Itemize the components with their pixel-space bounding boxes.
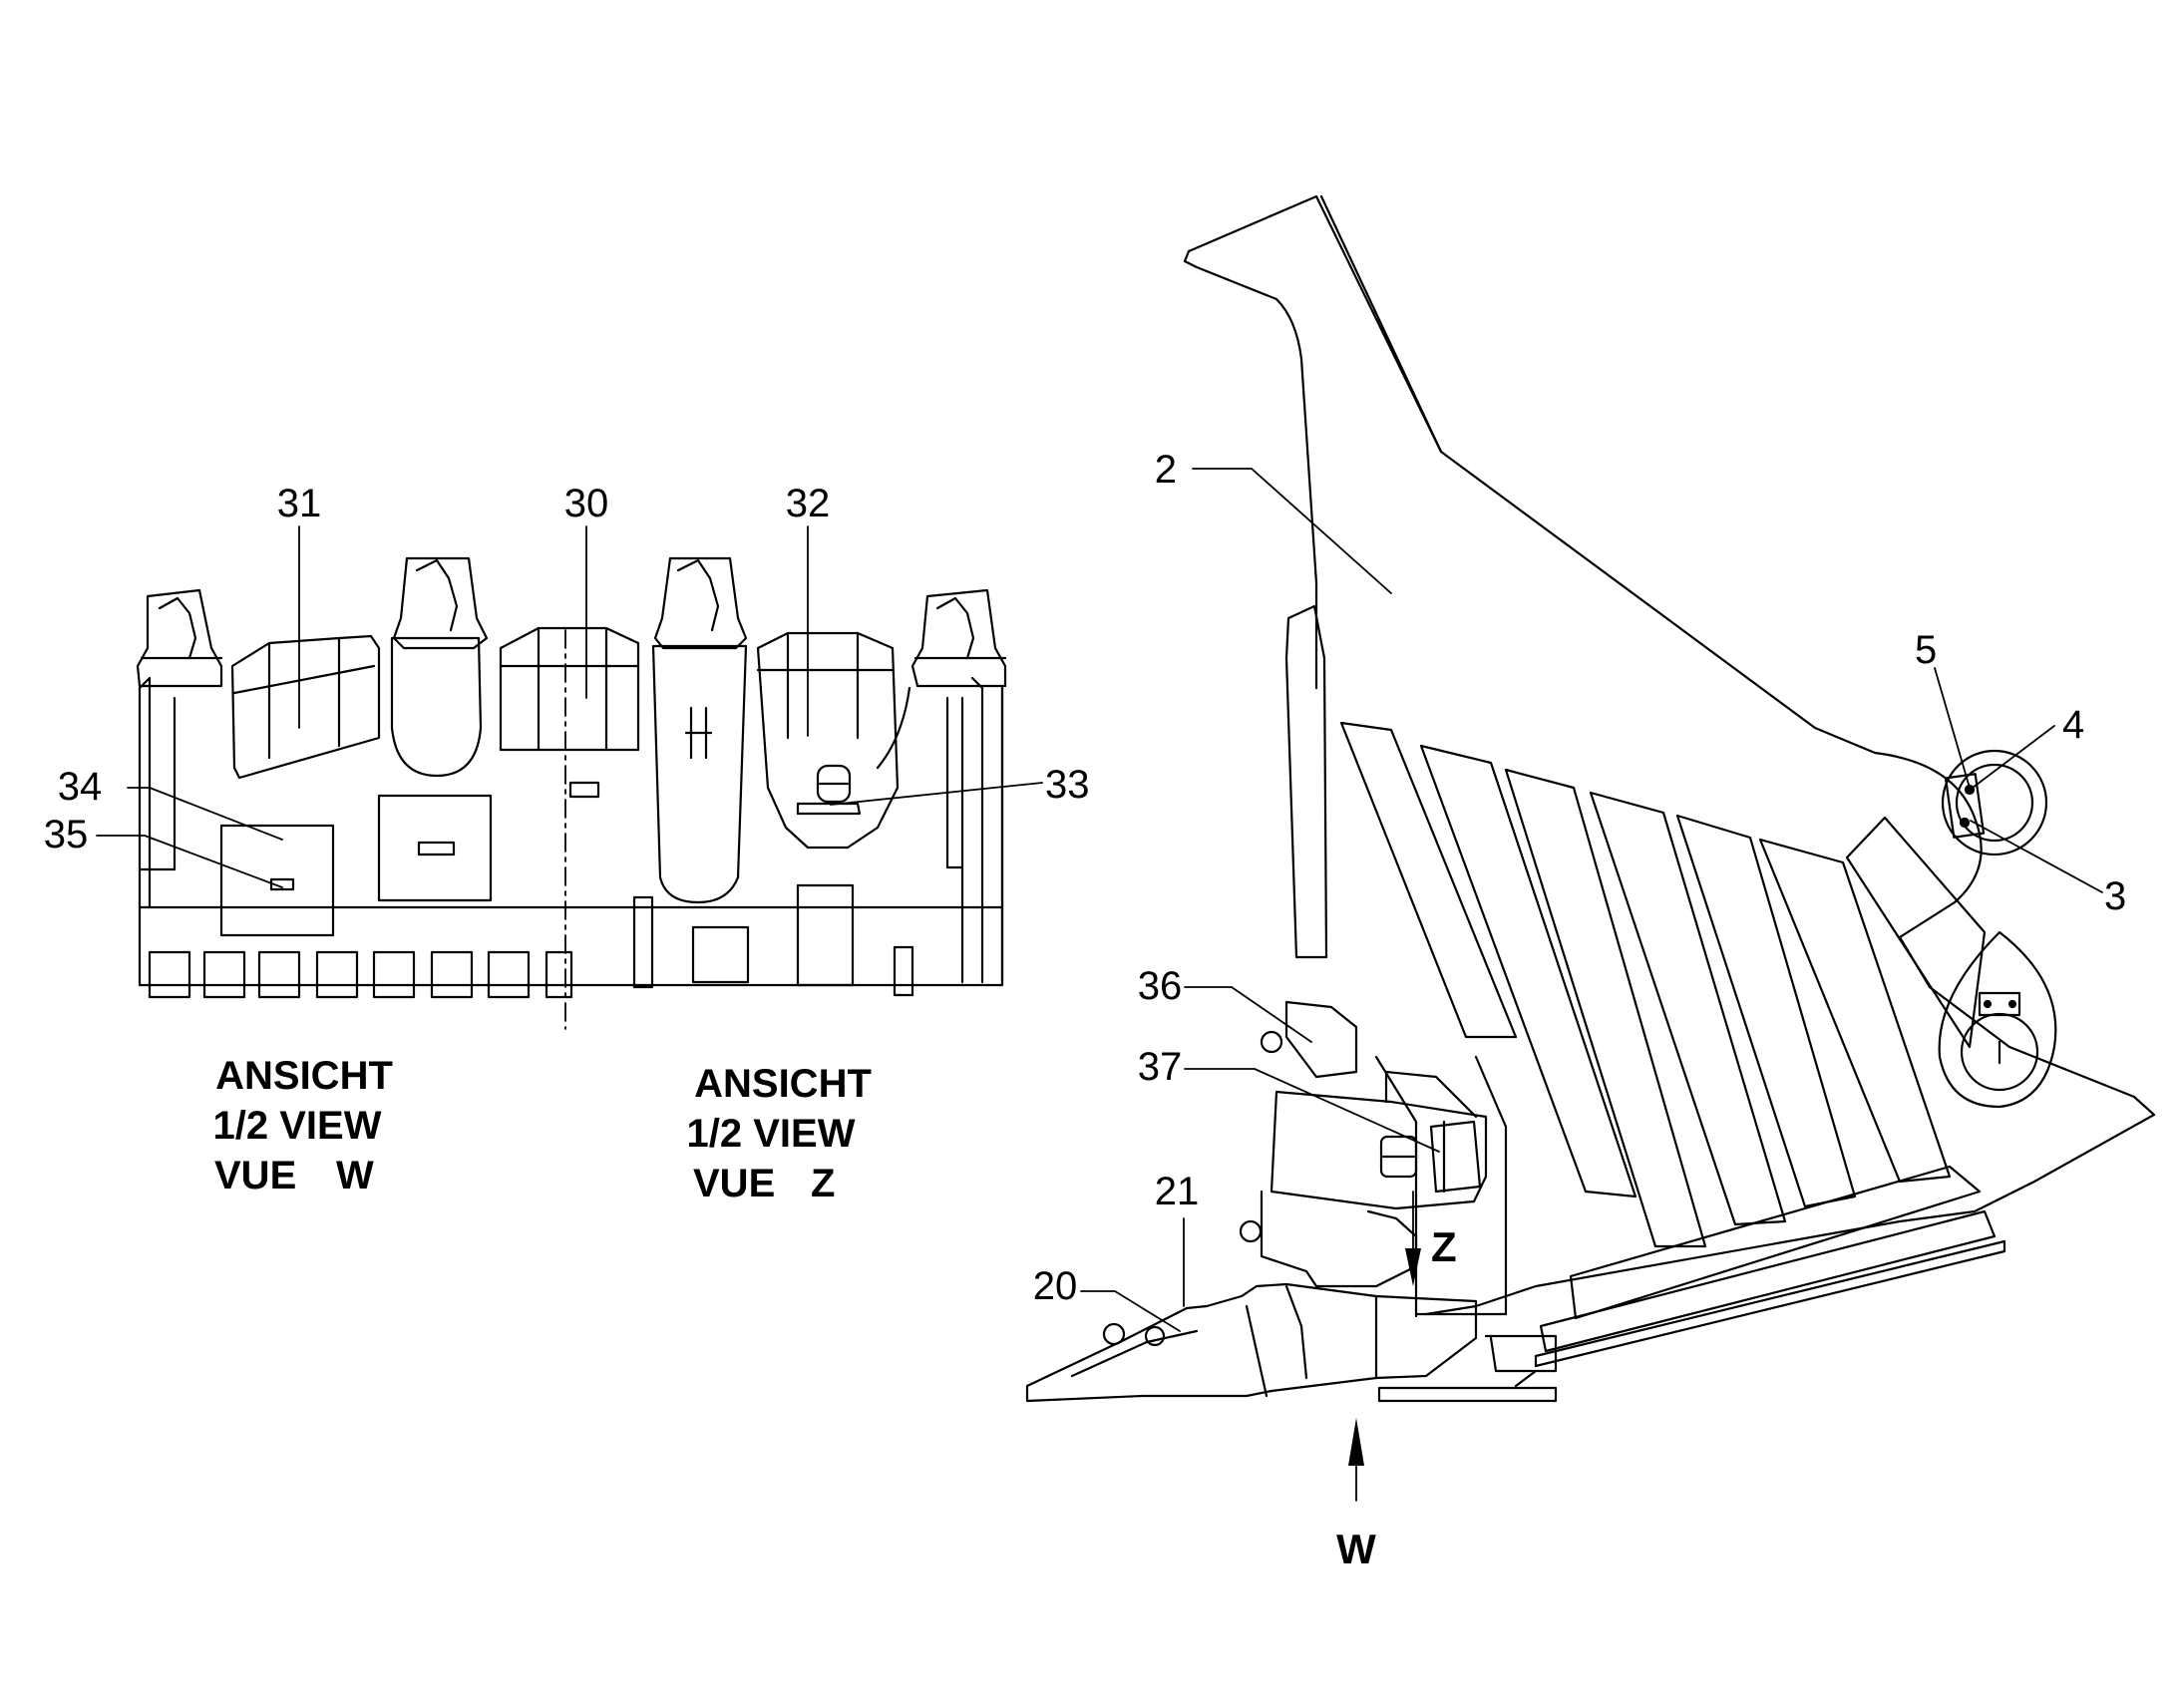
callout-33: 33 [1045, 763, 1090, 807]
caption-w-line1: ANSICHT [215, 1054, 393, 1098]
side-view-bucket [1025, 194, 2156, 1403]
caption-z-letter: Z [811, 1162, 835, 1205]
arrow-label-z: Z [1431, 1223, 1457, 1270]
view-arrow-w [1348, 1418, 1364, 1502]
view-arrow-z [1405, 1191, 1421, 1286]
caption-w-prefix: VUE [214, 1154, 296, 1197]
caption-z-prefix: VUE [693, 1162, 775, 1205]
caption-view-w: ANSICHT 1/2 VIEW VUE W [213, 1054, 393, 1197]
callout-20: 20 [1033, 1264, 1078, 1308]
callout-3: 3 [2104, 874, 2126, 918]
callout-35: 35 [44, 813, 89, 856]
callout-30: 30 [564, 482, 609, 525]
half-view-assembly [136, 556, 1007, 1030]
callout-2: 2 [1155, 448, 1177, 492]
caption-view-z: ANSICHT 1/2 VIEW VUE Z [687, 1062, 872, 1205]
caption-z-line1: ANSICHT [694, 1062, 872, 1106]
leader-lines [96, 468, 2103, 1332]
callout-5: 5 [1915, 628, 1937, 672]
caption-w-line2: 1/2 VIEW [213, 1104, 382, 1148]
callout-34: 34 [58, 765, 103, 809]
callout-4: 4 [2062, 703, 2084, 747]
caption-z-line2: 1/2 VIEW [687, 1112, 856, 1156]
callout-37: 37 [1138, 1045, 1183, 1089]
callout-32: 32 [786, 482, 831, 525]
callout-21: 21 [1155, 1170, 1200, 1213]
caption-w-letter: W [336, 1154, 374, 1197]
arrow-label-w: W [1336, 1526, 1376, 1572]
callout-31: 31 [277, 482, 322, 525]
callout-36: 36 [1138, 964, 1183, 1008]
